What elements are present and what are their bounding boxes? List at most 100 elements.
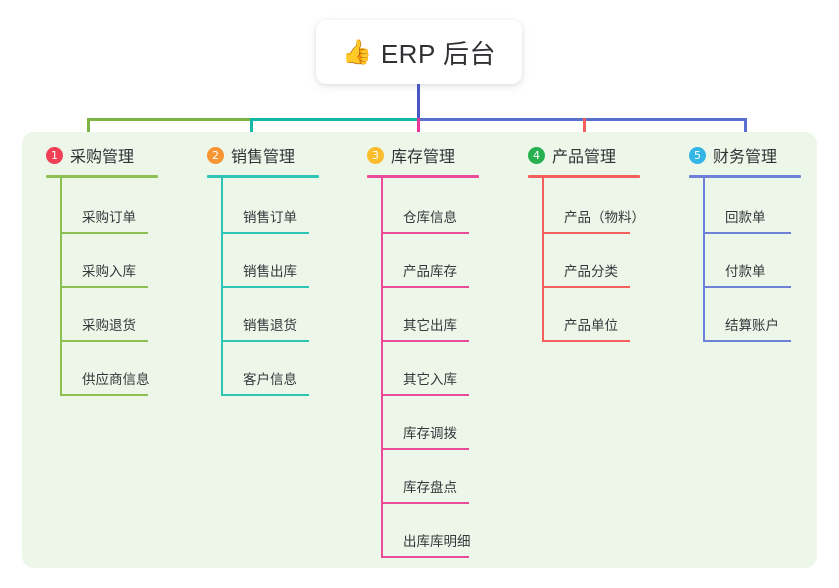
- list-item-label: 其它出库: [403, 318, 457, 333]
- list-item[interactable]: 产品分类: [542, 234, 676, 288]
- list-item-label: 付款单: [725, 264, 766, 279]
- list-item[interactable]: 其它出库: [381, 288, 515, 342]
- column-title-finance: 财务管理: [713, 149, 778, 166]
- list-item-rule: [221, 286, 309, 288]
- list-item[interactable]: 付款单: [703, 234, 837, 288]
- list-item-rule: [703, 340, 791, 342]
- column-header-rule-sales: [207, 175, 319, 178]
- list-item-rule: [60, 286, 148, 288]
- list-item[interactable]: 结算账户: [703, 288, 837, 342]
- list-item[interactable]: 采购入库: [60, 234, 194, 288]
- list-item-label: 供应商信息: [82, 372, 150, 387]
- list-item[interactable]: 回款单: [703, 180, 837, 234]
- list-item-rule: [221, 340, 309, 342]
- list-item-rule: [381, 502, 469, 504]
- list-item-rule: [381, 448, 469, 450]
- column-header-rule-product: [528, 175, 640, 178]
- list-item[interactable]: 出库库明细: [381, 504, 515, 558]
- list-item-rule: [542, 232, 630, 234]
- column-items-product: 产品（物料） 产品分类产品单位: [542, 178, 676, 342]
- column-title-inventory: 库存管理: [391, 149, 456, 166]
- list-item-label: 库存调拨: [403, 426, 457, 441]
- connector-bus-green: [87, 118, 251, 121]
- column-spine-product: [542, 178, 544, 340]
- list-item[interactable]: 客户信息: [221, 342, 355, 396]
- list-item-rule: [381, 394, 469, 396]
- sections-panel: 1 采购管理采购订单采购入库采购退货供应商信息 2 销售管理销售订单销售出库销售退货客…: [22, 132, 817, 568]
- list-item-label: 销售退货: [243, 318, 297, 333]
- list-item-label: 采购入库: [82, 264, 136, 279]
- list-item-rule: [60, 232, 148, 234]
- list-item-label: 回款单: [725, 210, 766, 225]
- column-title-product: 产品管理: [552, 149, 617, 166]
- list-item-label: 客户信息: [243, 372, 297, 387]
- column-items-inventory: 仓库信息产品库存其它出库其它入库库存调拨库存盘点出库库明细: [381, 178, 515, 558]
- column-header-inventory[interactable]: 3 库存管理: [355, 132, 515, 178]
- column-header-rule-inventory: [367, 175, 479, 178]
- list-item[interactable]: 产品单位: [542, 288, 676, 342]
- column-badge-finance: 5: [689, 146, 706, 164]
- list-item-rule: [221, 394, 309, 396]
- column-header-purchase[interactable]: 1 采购管理: [34, 132, 194, 178]
- root-title: ERP 后台: [380, 38, 497, 69]
- list-item[interactable]: 采购退货: [60, 288, 194, 342]
- list-item[interactable]: 其它入库: [381, 342, 515, 396]
- root-node-card[interactable]: 👍 ERP 后台: [316, 20, 522, 84]
- list-item[interactable]: 仓库信息: [381, 180, 515, 234]
- list-item[interactable]: 产品（物料）: [542, 180, 676, 234]
- column-header-rule-finance: [689, 175, 801, 178]
- list-item-rule: [381, 286, 469, 288]
- list-item-label: 采购订单: [82, 210, 136, 225]
- list-item[interactable]: 采购订单: [60, 180, 194, 234]
- list-item[interactable]: 销售出库: [221, 234, 355, 288]
- list-item[interactable]: 销售订单: [221, 180, 355, 234]
- column-spine-inventory: [381, 178, 383, 556]
- list-item-label: 产品单位: [564, 318, 618, 333]
- list-item-rule: [381, 556, 469, 558]
- column-header-sales[interactable]: 2 销售管理: [195, 132, 355, 178]
- list-item-rule: [60, 394, 148, 396]
- connector-root-stem: [417, 84, 420, 121]
- list-item-label: 产品库存: [403, 264, 457, 279]
- column-spine-finance: [703, 178, 705, 340]
- column-header-finance[interactable]: 5 财务管理: [677, 132, 837, 178]
- column-title-purchase: 采购管理: [70, 149, 135, 166]
- list-item-label: 仓库信息: [403, 210, 457, 225]
- list-item-rule: [703, 232, 791, 234]
- list-item-label: 库存盘点: [403, 480, 457, 495]
- list-item-rule: [381, 232, 469, 234]
- connector-bus-teal: [250, 118, 418, 121]
- list-item-rule: [542, 340, 630, 342]
- column-badge-purchase: 1: [46, 146, 63, 164]
- list-item-rule: [542, 286, 630, 288]
- list-item-rule: [703, 286, 791, 288]
- column-items-finance: 回款单付款单结算账户: [703, 178, 837, 342]
- column-inventory: 3 库存管理仓库信息产品库存其它出库其它入库库存调拨库存盘点出库库明细: [355, 132, 515, 558]
- list-item[interactable]: 销售退货: [221, 288, 355, 342]
- list-item-label: 采购退货: [82, 318, 136, 333]
- list-item[interactable]: 库存盘点: [381, 450, 515, 504]
- list-item-label: 销售出库: [243, 264, 297, 279]
- list-item[interactable]: 产品库存: [381, 234, 515, 288]
- connector-bus-blue: [417, 118, 746, 121]
- list-item-label: 销售订单: [243, 210, 297, 225]
- column-header-rule-purchase: [46, 175, 158, 178]
- column-header-product[interactable]: 4 产品管理: [516, 132, 676, 178]
- column-purchase: 1 采购管理采购订单采购入库采购退货供应商信息: [34, 132, 194, 396]
- list-item-label: 产品（物料）: [564, 210, 645, 225]
- list-item[interactable]: 库存调拨: [381, 396, 515, 450]
- column-badge-inventory: 3: [367, 146, 384, 164]
- list-item-rule: [221, 232, 309, 234]
- list-item-label: 其它入库: [403, 372, 457, 387]
- list-item-rule: [381, 340, 469, 342]
- list-item[interactable]: 供应商信息: [60, 342, 194, 396]
- list-item-label: 出库库明细: [403, 534, 471, 549]
- column-items-purchase: 采购订单采购入库采购退货供应商信息: [60, 178, 194, 396]
- column-badge-product: 4: [528, 146, 545, 164]
- list-item-label: 结算账户: [725, 318, 779, 333]
- column-badge-sales: 2: [207, 146, 224, 164]
- column-product: 4 产品管理产品（物料） 产品分类产品单位: [516, 132, 676, 342]
- list-item-label: 产品分类: [564, 264, 618, 279]
- column-finance: 5 财务管理回款单付款单结算账户: [677, 132, 837, 342]
- column-title-sales: 销售管理: [231, 149, 296, 166]
